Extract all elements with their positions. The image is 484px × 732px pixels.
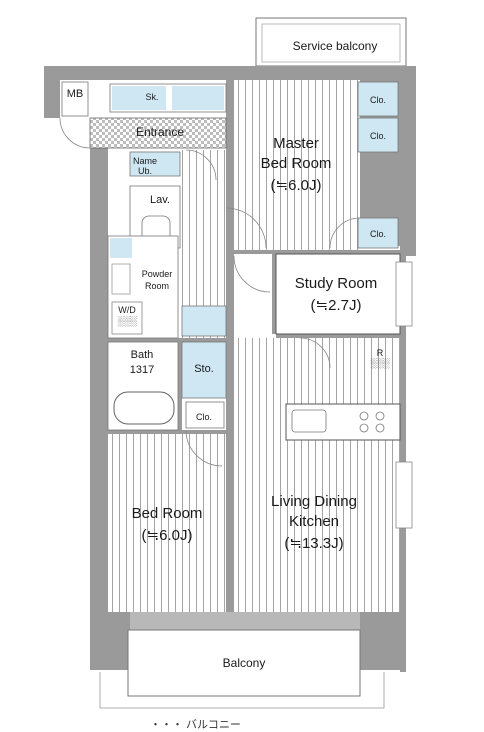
interior-walls [108, 80, 400, 612]
bedroom-floor [108, 434, 226, 612]
entrance-label: Entrance [136, 125, 184, 139]
study-room-size: (≒2.7J) [311, 297, 362, 314]
washer-dryer-sub: ░░░ [117, 316, 137, 327]
master-bedroom-floor [234, 80, 360, 250]
mb-label: MB [67, 88, 84, 100]
storage-label: Sto. [194, 363, 214, 375]
closet-label-1: Clo. [370, 95, 386, 105]
master-bedroom-label-2: Bed Room [261, 155, 332, 172]
bath-size-label: 1317 [130, 364, 154, 376]
refrigerator-label: R [377, 348, 384, 358]
balcony-label: Balcony [223, 656, 266, 670]
shoe-cabinet-label: Sk. [145, 92, 158, 102]
windows [395, 261, 413, 529]
study-room-floor [275, 253, 401, 335]
study-room-label: Study Room [295, 275, 378, 292]
bedroom-size: (≒6.0J) [142, 527, 193, 544]
ub-label-bottom: Ub. [138, 166, 152, 176]
master-bedroom-size: (≒6.0J) [271, 177, 322, 194]
lavatory-label: Lav. [150, 194, 170, 206]
master-bedroom-label-1: Master [273, 135, 319, 152]
closets-right [357, 81, 399, 249]
washer-dryer-label: W/D [118, 305, 136, 315]
meter-box [61, 81, 89, 117]
refrigerator-sub: ░░░ [370, 358, 390, 369]
ub-label-top: Name [133, 156, 157, 166]
service-balcony [255, 17, 407, 67]
kitchen-counter [285, 403, 401, 441]
entrance-floor [89, 117, 227, 149]
ldk-label-2: Kitchen [289, 513, 339, 530]
bedroom-closet-label: Clo. [196, 412, 212, 422]
closet-label-2: Clo. [370, 131, 386, 141]
bath-label: Bath [131, 349, 154, 361]
ldk-label-1: Living Dining [271, 493, 357, 510]
main-balcony [99, 629, 385, 709]
door-swings [59, 117, 359, 467]
bottom-note: ・・・ バルコニー [150, 719, 241, 731]
powder-room-label-1: Powder [142, 269, 173, 279]
service-balcony-label: Service balcony [293, 39, 378, 53]
closet-label-3: Clo. [370, 229, 386, 239]
ldk-floor [234, 338, 400, 612]
wet-areas [107, 151, 227, 431]
ldk-size: (≒13.3J) [284, 535, 343, 552]
powder-room-label-2: Room [145, 281, 169, 291]
bedroom-label: Bed Room [132, 505, 203, 522]
